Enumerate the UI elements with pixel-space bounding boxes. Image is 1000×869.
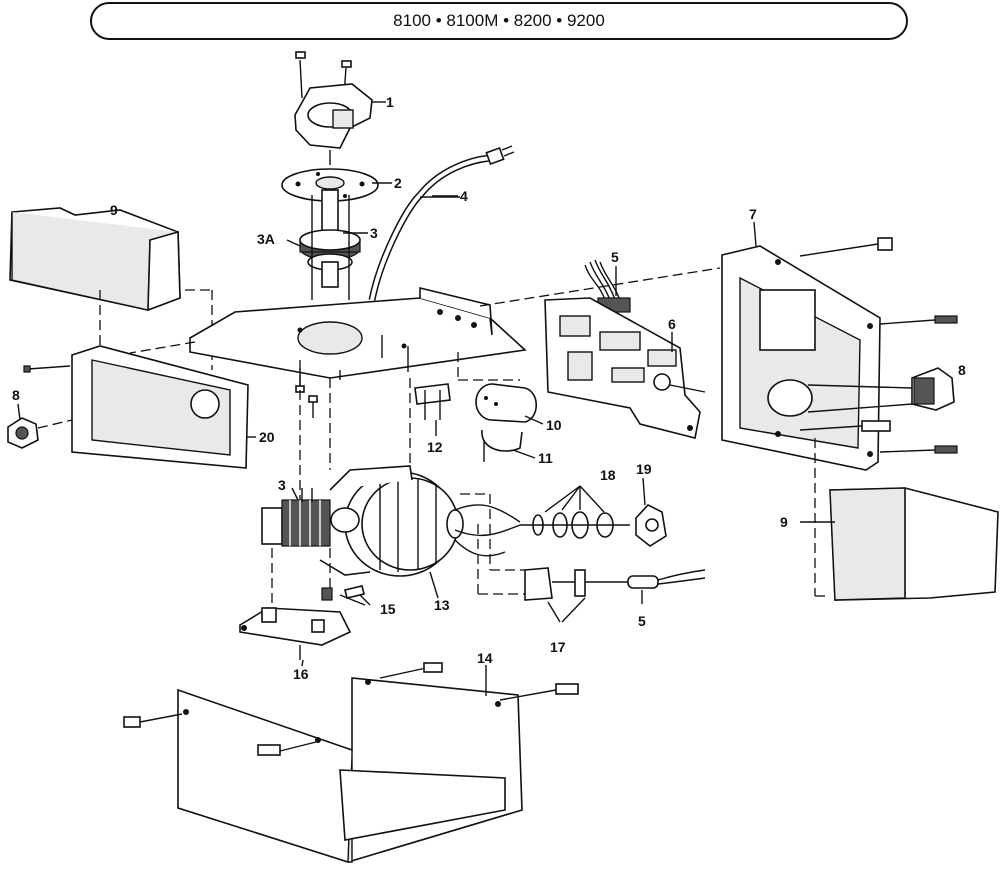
label-part-7: 7 — [749, 206, 757, 222]
label-part-9-left: 9 — [110, 202, 118, 218]
label-part-12: 12 — [427, 439, 443, 455]
part-14-chassis-cover — [123, 662, 579, 863]
part-3-worm-gear — [261, 488, 360, 608]
label-part-1: 1 — [386, 94, 394, 110]
label-part-3-upper: 3 — [370, 225, 378, 241]
part-13-motor — [319, 465, 464, 577]
label-part-13: 13 — [434, 597, 450, 613]
label-part-4: 4 — [460, 188, 468, 204]
label-part-2: 2 — [394, 175, 402, 191]
part-2-sprocket-plate — [281, 168, 379, 202]
label-part-6: 6 — [668, 316, 676, 332]
label-part-16: 16 — [293, 666, 309, 682]
chassis-plate — [129, 267, 721, 379]
part-8-right-lens — [807, 367, 955, 413]
label-part-11: 11 — [538, 450, 553, 466]
callout-leaders — [17, 101, 835, 696]
label-part-5-lower: 5 — [638, 613, 646, 629]
part-16-limit-switch-assembly — [239, 607, 352, 660]
part-9-left-cover — [9, 207, 213, 370]
part-11-capacitor-clip — [481, 429, 523, 462]
label-part-15: 15 — [380, 601, 396, 617]
label-part-8-right: 8 — [958, 362, 966, 378]
part-8-left-lens-knob — [7, 417, 73, 449]
label-part-8-left: 8 — [12, 387, 20, 403]
part-15-limit-parts — [321, 585, 371, 606]
model-title-banner: 8100 • 8100M • 8200 • 9200 — [90, 2, 908, 40]
label-part-18: 18 — [600, 467, 616, 483]
part-10-capacitor — [458, 379, 538, 423]
part-17-rpm-sensor — [524, 567, 586, 623]
part-19-interrupter-cup — [635, 504, 667, 547]
label-part-20: 20 — [259, 429, 275, 445]
part-4-power-cord — [368, 145, 515, 301]
part-5-wire-harness-bottom — [585, 569, 706, 604]
part-7-end-panel — [721, 237, 958, 597]
label-part-10: 10 — [546, 417, 562, 433]
label-part-3a: 3A — [257, 231, 275, 247]
label-part-5-upper: 5 — [611, 249, 619, 265]
part-9-right-cover — [829, 487, 999, 601]
callout-labels: 1 2 3A 3 4 5 6 7 8 9 8 20 12 10 11 18 19… — [12, 94, 966, 682]
label-part-9-right: 9 — [780, 514, 788, 530]
label-part-3-lower: 3 — [278, 477, 286, 493]
label-part-17: 17 — [550, 639, 566, 655]
part-12-terminal-block — [414, 383, 451, 420]
part-18-spacers — [520, 485, 630, 539]
part-20-end-panel — [23, 345, 249, 469]
model-title: 8100 • 8100M • 8200 • 9200 — [393, 11, 605, 30]
part-1-top-bracket — [294, 51, 373, 165]
label-part-14: 14 — [477, 650, 493, 666]
label-part-19: 19 — [636, 461, 652, 477]
part-6-logic-board — [544, 297, 706, 439]
part-3-gear-shaft — [299, 189, 361, 300]
wiring-connectors — [454, 493, 525, 595]
